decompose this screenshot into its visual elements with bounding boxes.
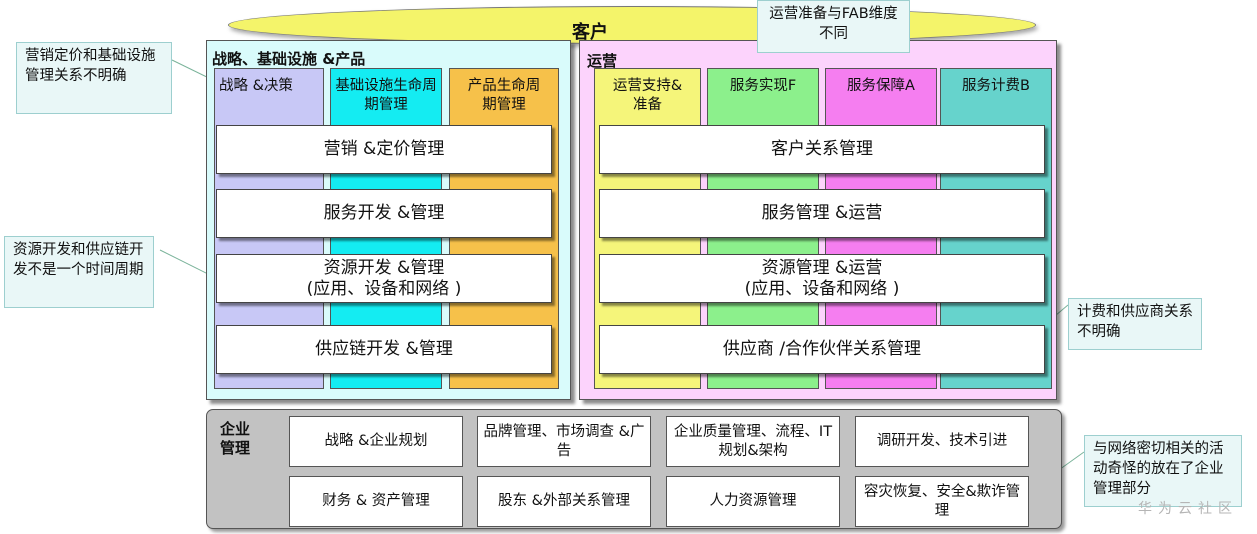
note-billing-supplier: 计费和供应商关系不明确 — [1068, 298, 1202, 350]
row-service-management: 服务管理 &运营 — [599, 189, 1045, 238]
row-service-development: 服务开发 &管理 — [216, 189, 552, 238]
customer-label: 客户 — [572, 22, 608, 43]
operations-section-title: 运营 — [587, 52, 618, 70]
ent-brand-market: 品牌管理、市场调查 &广告 — [477, 416, 651, 467]
row-marketing-pricing: 营销 &定价管理 — [216, 125, 552, 174]
ent-research-technology: 调研开发、技术引进 — [855, 416, 1029, 467]
row-resource-management: 资源管理 &运营(应用、设备和网络 ) — [599, 254, 1045, 303]
watermark: 华为云社区 — [1138, 501, 1238, 517]
enterprise-management-title: 企业管理 — [220, 420, 251, 457]
row-supplier-partner-relationship: 供应商 /合作伙伴关系管理 — [599, 325, 1045, 374]
note-resource-supply-chain: 资源开发和供应链开发不是一个时间周期 — [4, 236, 154, 308]
row-customer-relationship: 客户关系管理 — [599, 125, 1045, 174]
ent-stakeholder-relations: 股东 &外部关系管理 — [477, 476, 651, 527]
ent-disaster-security-fraud: 容灾恢复、安全&欺诈管理 — [855, 476, 1029, 527]
ent-human-resources: 人力资源管理 — [666, 476, 840, 527]
ent-finance-assets: 财务 & 资产管理 — [289, 476, 463, 527]
note-network-enterprise: 与网络密切相关的活动奇怪的放在了企业管理部分 — [1084, 435, 1242, 507]
ent-strategy-planning: 战略 &企业规划 — [289, 416, 463, 467]
ent-quality-process-it: 企业质量管理、流程、IT规划&架构 — [666, 416, 840, 467]
strategy-section-title: 战略、基础设施 &产品 — [212, 50, 366, 68]
note-fab-dimension: 运营准备与FAB维度不同 — [757, 0, 910, 53]
row-resource-development: 资源开发 &管理(应用、设备和网络 ) — [216, 254, 552, 303]
note-marketing-infrastructure: 营销定价和基础设施管理关系不明确 — [16, 42, 172, 114]
row-supply-chain-development: 供应链开发 &管理 — [216, 325, 552, 374]
customer-ellipse — [228, 6, 1036, 44]
